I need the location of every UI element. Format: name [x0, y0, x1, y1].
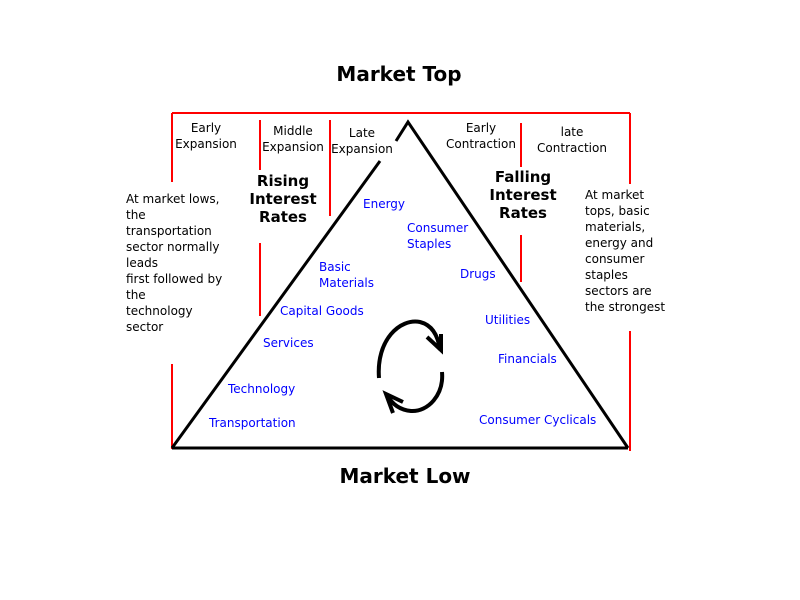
sector-capital-goods: Capital Goods — [280, 304, 364, 318]
note-line: the strongest — [585, 300, 666, 314]
sector-services: Services — [263, 336, 314, 350]
rates-line: Rising — [256, 172, 310, 190]
market-low-title: Market Low — [339, 464, 471, 488]
note-line: the — [126, 208, 146, 222]
phase-label: Contraction — [537, 141, 607, 155]
market-triangle — [170, 119, 630, 450]
phase-label: late — [560, 125, 584, 139]
sector-financials: Financials — [498, 352, 557, 366]
phase-label: Middle — [273, 124, 313, 138]
note-line: sectors are — [585, 284, 652, 298]
note-line: energy and — [585, 236, 654, 250]
phase-label: Early — [465, 121, 497, 135]
sector-utilities: Utilities — [485, 313, 531, 327]
rates-line: Falling — [494, 168, 552, 186]
cycle-arrows-icon — [376, 319, 445, 414]
rates-line: Interest — [249, 190, 317, 208]
market-tops-note: At market tops, basic materials, energy … — [585, 187, 665, 315]
sector-transportation: Transportation — [209, 416, 296, 430]
phase-label: Expansion — [262, 140, 324, 154]
sector-energy: Energy — [363, 197, 406, 211]
phase-label: Late — [348, 126, 376, 140]
note-line: consumer — [585, 252, 645, 266]
note-line: sector normally — [126, 240, 220, 254]
sector-technology: Technology — [228, 382, 296, 396]
sector-consumer-cyclicals: Consumer Cyclicals — [479, 413, 597, 427]
market-top-title: Market Top — [336, 62, 462, 86]
sector-line: Consumer — [407, 221, 469, 235]
arrowhead — [382, 390, 404, 414]
market-lows-note: At market lows, the transportation secto… — [126, 191, 222, 335]
rates-line: Rates — [499, 204, 547, 222]
sector-drugs: Drugs — [460, 267, 496, 281]
triangle-left-edge — [170, 160, 382, 449]
phase-label: Early — [190, 121, 222, 135]
note-line: the — [126, 288, 146, 302]
rates-line: Interest — [489, 186, 557, 204]
note-line: At market lows, — [126, 192, 220, 206]
note-line: transportation — [126, 224, 212, 238]
note-line: technology — [126, 304, 193, 318]
sector-line: Staples — [407, 237, 452, 251]
rates-line: Rates — [259, 208, 307, 226]
phase-label: Expansion — [175, 137, 237, 151]
sector-line: Basic — [319, 260, 351, 274]
note-line: sector — [126, 320, 164, 334]
cycle-arrow-top — [376, 319, 442, 379]
note-line: first followed by — [126, 272, 223, 286]
note-line: At market — [585, 188, 645, 202]
arrowhead — [425, 334, 443, 355]
note-line: leads — [126, 256, 158, 270]
note-line: materials, — [585, 220, 646, 234]
phase-label: Expansion — [331, 142, 393, 156]
note-line: staples — [585, 268, 628, 282]
phase-divider-lines — [171, 112, 631, 451]
triangle-right-edge — [394, 119, 630, 449]
phase-label: Contraction — [446, 137, 516, 151]
cycle-arrow-bottom — [385, 371, 445, 413]
note-line: tops, basic — [585, 204, 650, 218]
sector-line: Materials — [319, 276, 375, 290]
